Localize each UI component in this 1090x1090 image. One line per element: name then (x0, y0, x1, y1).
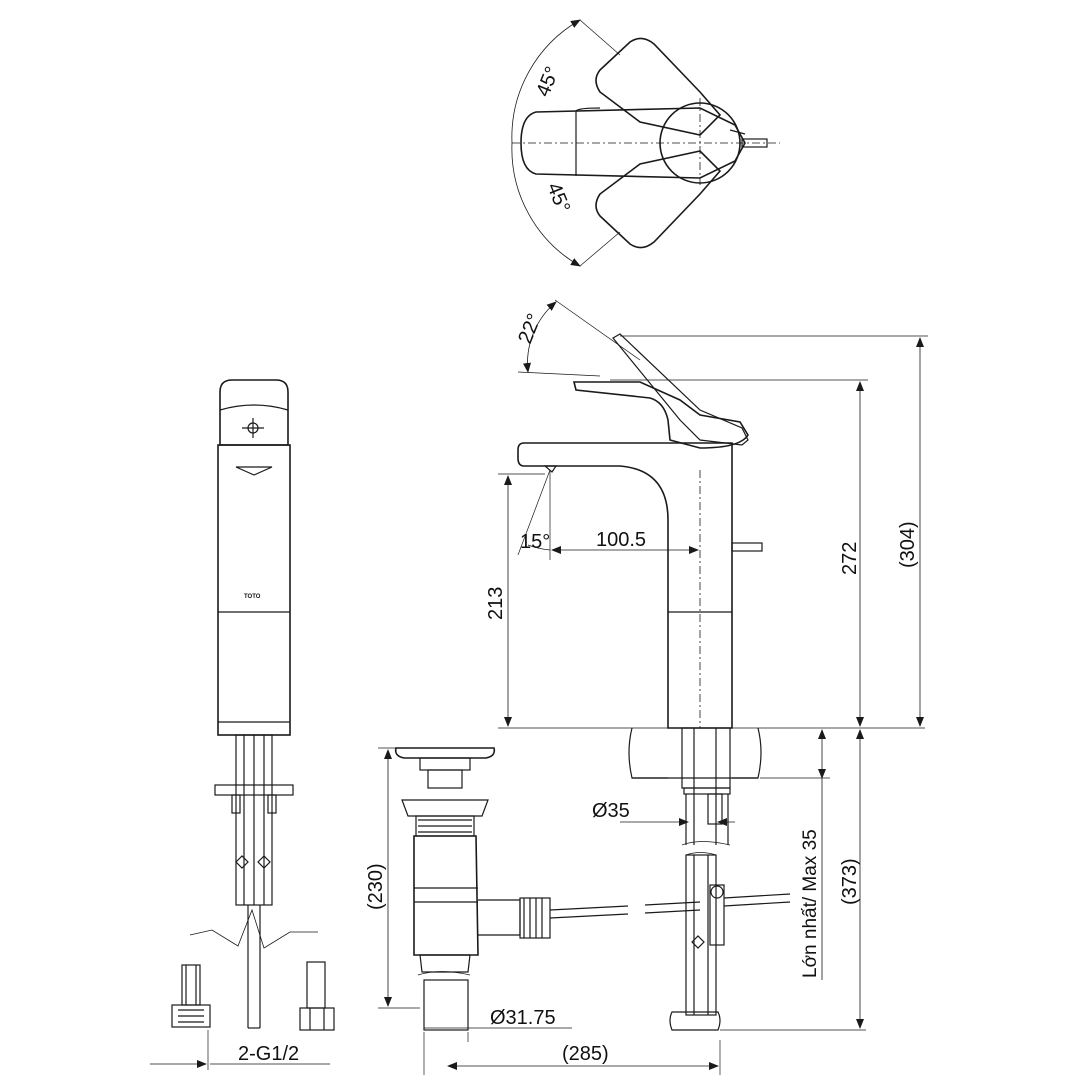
lever-upper-45 (595, 37, 722, 136)
lever-lower-45 (595, 150, 722, 249)
pop-up-rod (731, 542, 763, 552)
drain-cap (394, 747, 496, 759)
angle-lower-label: 45° (542, 180, 574, 216)
pop-up-drain: (230) Ø31.75 (285) (365, 747, 791, 1075)
drain-body (413, 835, 479, 956)
spout-height-label: 213 (485, 587, 507, 620)
total-height-label: (304) (897, 521, 919, 568)
below-total-label: (373) (839, 858, 861, 905)
hose-thread-label: 2-G1/2 (238, 1043, 299, 1065)
brand-mark: TOTO (244, 594, 261, 600)
left-connector (171, 964, 211, 1028)
pipe-diameter-label: Ø35 (592, 800, 630, 822)
front-view: TOTO (150, 379, 335, 1070)
right-connector (299, 961, 335, 1031)
drain-height-label: (230) (365, 863, 387, 910)
counter-section (628, 727, 762, 779)
front-body (217, 444, 291, 736)
side-view: 22° 15° 100.5 213 272 (304) (485, 299, 928, 1031)
lever-straight (520, 107, 746, 179)
counter-thickness-label: Lớn nhất/ Max 35 (800, 829, 821, 978)
front-outlet (235, 466, 273, 476)
side-body (517, 442, 733, 729)
angle-upper-label: 45° (532, 64, 564, 100)
lever-normal (572, 381, 749, 449)
angle-lever-label: 22° (514, 311, 546, 347)
body-height-label: 272 (839, 542, 861, 575)
base-circle (659, 102, 741, 184)
spout-reach-label: 100.5 (596, 529, 646, 551)
angle-spout-label: 15° (520, 531, 550, 553)
lever-lifted (612, 333, 749, 446)
front-handle (219, 379, 289, 446)
drain-distance-label: (285) (562, 1043, 609, 1065)
top-view: 45° 45° (511, 19, 780, 267)
drain-diameter-label: Ø31.75 (490, 1007, 556, 1029)
